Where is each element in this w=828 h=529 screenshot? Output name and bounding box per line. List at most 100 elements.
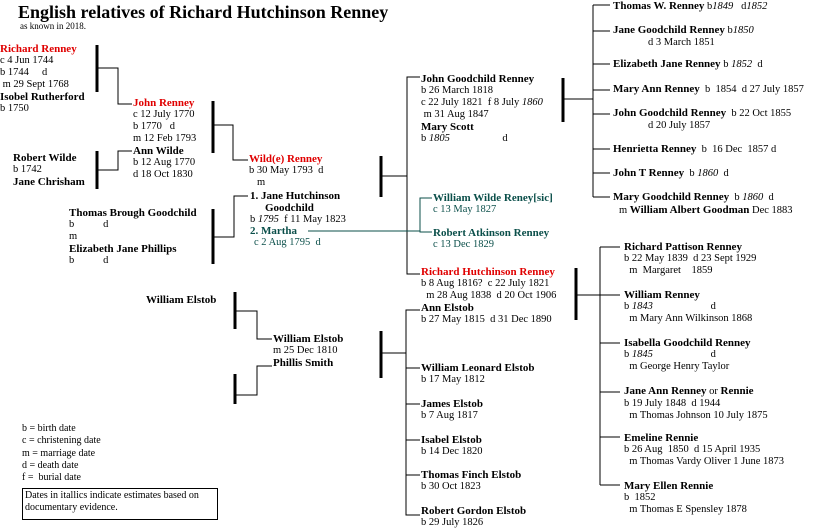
- legend: b = birth date c = christening date m = …: [22, 423, 101, 484]
- estimated-date: 1852: [746, 1, 768, 12]
- person-dates: b 7 Aug 1817: [421, 410, 478, 421]
- connector: [235, 310, 272, 340]
- person-name: William Leonard Elstob: [421, 362, 535, 374]
- marriage-date: m Thomas Johnson 10 July 1875: [624, 410, 768, 421]
- death-date: d: [652, 301, 716, 312]
- child-entry: Elizabeth Jane Renney b 1852 d: [613, 58, 763, 71]
- person-dates: b: [624, 349, 632, 360]
- person-dates: c 12 July 1770: [133, 109, 195, 120]
- burial-date: f 11 May 1823: [278, 214, 346, 225]
- person-name: Ann Wilde: [133, 145, 184, 157]
- child-entry: Emeline Rennie b 26 Aug 1850 d 15 April …: [624, 432, 784, 468]
- person-name: Elizabeth Jane Renney: [613, 58, 721, 70]
- estimated-date: 1849: [712, 1, 734, 12]
- person-name: William Elstob: [146, 294, 217, 306]
- connector: [406, 76, 420, 275]
- martha-children-connector: [419, 197, 432, 233]
- child-entry: Richard Pattison Renney b 22 May 1839 d …: [624, 241, 756, 277]
- person-dates: c 13 Dec 1829: [433, 239, 494, 250]
- death-date: d: [652, 349, 716, 360]
- marriage-date: m: [619, 205, 630, 216]
- person-dates: b: [704, 1, 713, 12]
- elstob-sibling: Thomas Finch Elstob b 30 Oct 1823: [421, 469, 521, 493]
- child-entry: Henrietta Renney b 16 Dec 1857 d: [613, 143, 776, 156]
- person-john-goodchild-renney: John Goodchild Renney b 26 March 1818 c …: [421, 73, 543, 145]
- person-name: Thomas Finch Elstob: [421, 469, 522, 481]
- person-dates: b: [624, 301, 632, 312]
- person-name: John Goodchild Renney: [613, 107, 727, 119]
- connector: [235, 365, 272, 396]
- person-dates: b 1750: [0, 103, 29, 114]
- estimated-date: 1795: [257, 214, 279, 225]
- estimated-date: 1860: [521, 97, 543, 108]
- person-dates: b 1854 d 27 July 1857: [699, 84, 804, 95]
- person-dates: b: [729, 192, 743, 203]
- estimated-date: 1852: [731, 59, 753, 70]
- person-dates: b 30 Oct 1823: [421, 481, 481, 492]
- person-name: Goodchild: [265, 202, 314, 214]
- person-richard-hutchinson-renney: Richard Hutchinson Renney b 8 Aug 1816? …: [421, 266, 556, 326]
- person-name: 1. Jane Hutchinson: [250, 190, 341, 202]
- estimated-date: 1860: [697, 168, 719, 179]
- person-name: John Renney: [133, 97, 195, 109]
- person-name: Robert Gordon Elstob: [421, 505, 527, 517]
- marriage-date: m 31 Aug 1847: [421, 109, 489, 120]
- child-entry: Jane Goodchild Renney b1850 d 3 March 185…: [613, 24, 754, 49]
- spouse-name: William Albert Goodman: [629, 204, 750, 216]
- person-dates: d: [752, 59, 763, 70]
- person-dates: b: [421, 133, 429, 144]
- person-dates: b d: [69, 219, 109, 230]
- person-name: Isabel Elstob: [421, 434, 482, 446]
- person-name: Jane Ann Renney: [624, 385, 707, 397]
- person-name: Wild(e) Renney: [249, 153, 323, 165]
- person-dates: b 26 Aug 1850 d 15 April 1935: [624, 444, 761, 455]
- person-dates: b 1770 d: [133, 121, 175, 132]
- person-william-elstob-sr: William Elstob: [146, 294, 216, 306]
- child-entry: Mary Ellen Rennie b 1852 m Thomas E Spen…: [624, 480, 747, 516]
- person-name: Elizabeth Jane Phillips: [69, 243, 177, 255]
- legend-item: m = marriage date: [22, 447, 96, 459]
- person-name: Thomas Brough Goodchild: [69, 207, 197, 219]
- person-name: Jane Goodchild Renney: [613, 24, 725, 36]
- elstob-sibling: William Leonard Elstob b 17 May 1812: [421, 362, 534, 386]
- person-richard-renney: Richard Renney c 4 Jun 1744 b 1744 d m 2…: [0, 43, 85, 115]
- person-name: Mary Ellen Rennie: [624, 480, 714, 492]
- child-entry: Jane Ann Renney or Rennie b 19 July 1848…: [624, 385, 768, 422]
- person-dates: b: [724, 25, 733, 36]
- person-name: Emeline Rennie: [624, 432, 699, 444]
- legend-item: b = birth date: [22, 423, 76, 434]
- connector: [405, 309, 420, 516]
- page-subtitle: as known in 2018.: [20, 21, 86, 31]
- person-name: Mary Scott: [421, 121, 474, 133]
- person-thomas-goodchild: Thomas Brough Goodchild b d m Elizabeth …: [69, 207, 197, 267]
- person-name: William Renney: [624, 289, 700, 301]
- person-dates: d: [733, 1, 747, 12]
- person-dates: c 2 Aug 1795 d: [254, 237, 321, 248]
- person-name: Richard Pattison Renney: [624, 241, 742, 253]
- person-dates: b 19 July 1848 d 1944: [624, 398, 721, 409]
- person-john-renney: John Renney c 12 July 1770 b 1770 d m 12…: [133, 97, 196, 181]
- estimated-date: 1850: [732, 25, 754, 36]
- child-entry: Isabella Goodchild Renney b 1845 d m Geo…: [624, 337, 751, 373]
- person-name: James Elstob: [421, 398, 484, 410]
- person-dates: b: [684, 168, 698, 179]
- person-dates: b 1744 d: [0, 67, 48, 78]
- person-dates: m 28 Aug 1838 d 20 Oct 1906: [421, 290, 557, 301]
- connector: [97, 67, 132, 105]
- death-date: d 3 March 1851: [648, 37, 715, 48]
- estimated-date: 1843: [631, 301, 653, 312]
- child-entry: John T Renney b 1860 d: [613, 167, 729, 180]
- person-william-wilde-reney: William Wilde Reney[sic] c 13 May 1827: [433, 192, 553, 216]
- person-william-elstob: William Elstob m 25 Dec 1810 Phillis Smi…: [273, 333, 343, 369]
- or-label: or: [706, 386, 721, 397]
- marriage-date: m 25 Dec 1810: [273, 345, 338, 356]
- person-dates: b 12 Aug 1770: [133, 157, 196, 168]
- person-dates: b 17 May 1812: [421, 374, 485, 385]
- person-name: William Wilde Reney[sic]: [433, 192, 553, 204]
- person-name: Jane Chrisham: [13, 176, 85, 188]
- person-name: Mary Goodchild Renney: [613, 191, 730, 203]
- marriage-date: m 12 Feb 1793: [133, 133, 197, 144]
- marriage-date: m: [257, 177, 266, 188]
